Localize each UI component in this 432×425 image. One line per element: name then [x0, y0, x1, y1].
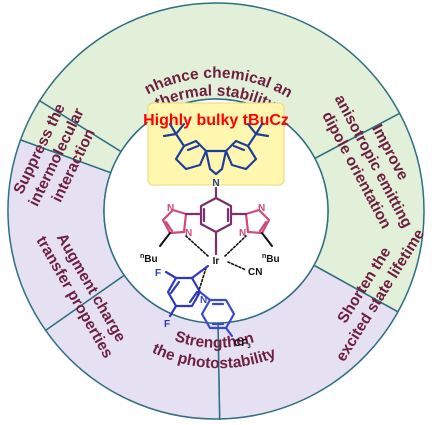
segment-3-line-1: Strengthen [173, 328, 256, 352]
pyridine-ring [200, 298, 236, 338]
fluorine-1: F [155, 268, 161, 279]
right-nbu-label: nBu [262, 253, 280, 265]
carbazole-nitrogen: N [212, 178, 219, 189]
molecule-structure: N N N N N [140, 122, 280, 350]
right-imidazole-n1: N [239, 228, 246, 239]
left-nbu-label: nBu [140, 253, 158, 265]
trifluoromethyl-label: CF3 [234, 338, 251, 350]
iridium-center: Ir [213, 256, 220, 267]
aryl-pyridine-bond [198, 290, 212, 302]
right-imidazole-n2: N [258, 203, 265, 214]
title-text: Highly bulky tBuCz [143, 112, 289, 129]
pyridine-nitrogen: N [200, 295, 207, 306]
ir-aryl-bond [190, 264, 210, 280]
left-imidazole-n2: N [167, 203, 174, 214]
left-imidazole [161, 208, 203, 235]
cyanide-ligand: CN [248, 267, 262, 278]
fluorine-2: F [164, 319, 170, 330]
left-imidazole-n1: N [185, 228, 192, 239]
butyl-chains [159, 232, 273, 247]
carbazole-unit [162, 122, 270, 176]
segment-ring [7, 2, 425, 420]
right-imidazole [229, 208, 271, 235]
